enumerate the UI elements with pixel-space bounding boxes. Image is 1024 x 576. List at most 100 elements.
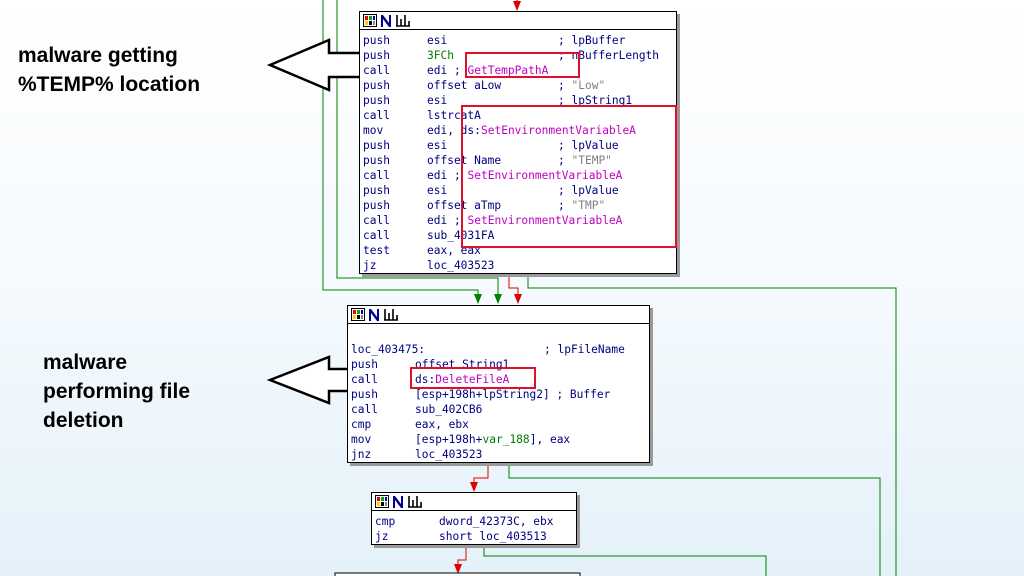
comment: ; (558, 79, 565, 92)
comment: ; (558, 154, 565, 167)
operand[interactable]: sub_4031FA (427, 229, 495, 242)
highlight-setenv (461, 105, 677, 248)
grid-icon[interactable] (363, 14, 377, 27)
operand[interactable]: dword_42373C, ebx (439, 515, 554, 528)
edge-green-n2-right (508, 462, 881, 576)
operand[interactable]: edi ; (427, 169, 461, 182)
highlight-deletefile (410, 367, 536, 389)
operand[interactable]: short loc_403513 (439, 530, 547, 543)
operand[interactable]: esi (427, 139, 448, 152)
mnemonic: jz (375, 530, 389, 543)
mnemonic: cmp (375, 515, 396, 528)
string-comment: "Low" (571, 79, 606, 92)
graph-node-3[interactable]: cmp dword_42373C, ebx jz short loc_403513 (371, 492, 577, 545)
edge-green-n3-right (483, 544, 767, 576)
code-line: mov edi, ds:SetEnvironmentVariableA (363, 123, 676, 138)
import-name[interactable]: SetEnvironmentVariableA (481, 124, 636, 137)
node-toolbar (348, 306, 649, 324)
node-toolbar (372, 493, 576, 511)
node-icon[interactable] (392, 495, 404, 509)
graph-icon[interactable] (395, 14, 411, 27)
code-line: cmp dword_42373C, ebx (375, 514, 576, 529)
operand[interactable]: [esp+198h+lpString2] ; Buffer (415, 388, 611, 401)
graph-icon[interactable] (407, 495, 423, 508)
operand[interactable]: edi ; (427, 64, 461, 77)
operand[interactable]: esi (427, 34, 448, 47)
string-comment: "TEMP" (571, 154, 612, 167)
operand[interactable]: offset aTmp (427, 199, 502, 212)
operand[interactable]: offset Name (427, 154, 502, 167)
annotation-line: performing file (43, 380, 191, 403)
operand[interactable]: esi (427, 94, 448, 107)
grid-icon[interactable] (375, 495, 389, 508)
code-line: mov[esp+198h+var_188], eax (351, 432, 649, 447)
mnemonic: call (363, 214, 390, 227)
annotation-line: malware getting (18, 44, 178, 67)
code-line: call edi ; SetEnvironmentVariableA (363, 213, 676, 228)
operand[interactable]: 3FCh (427, 49, 454, 62)
code-line: push offset Name; "TEMP" (363, 153, 676, 168)
node4-partial (334, 572, 581, 576)
arrowhead-red-top (513, 1, 521, 11)
node-icon[interactable] (368, 308, 380, 322)
operand[interactable]: edi, ds: (427, 124, 481, 137)
operand[interactable]: offset aLow (427, 79, 502, 92)
comment: ; lpValue (558, 139, 619, 152)
arrowhead-red-n3 (470, 482, 478, 492)
code-line: push[esp+198h+lpString2] ; Buffer (351, 387, 649, 402)
operand[interactable]: sub_402CB6 (415, 403, 483, 416)
code-line: call edi ; GetTempPathA (363, 63, 676, 78)
operand[interactable]: loc_403523 (415, 448, 483, 461)
code-line: jz short loc_403513 (375, 529, 576, 544)
operand: ], eax (529, 433, 571, 446)
node-icon[interactable] (380, 14, 392, 28)
mnemonic: jz (363, 259, 377, 272)
mnemonic: push (363, 154, 390, 167)
comment: ; nBufferLength (558, 49, 660, 62)
operand[interactable]: eax, ebx (415, 418, 469, 431)
mnemonic: mov (363, 124, 384, 137)
code-line: loc_403475: ; lpFileName (351, 342, 649, 357)
mnemonic: call (351, 403, 378, 416)
import-name[interactable]: DeleteFileA (435, 373, 510, 386)
loc-label: loc_403475: (351, 343, 426, 356)
operand[interactable]: esi (427, 184, 448, 197)
grid-icon[interactable] (351, 308, 365, 321)
node-toolbar (360, 12, 676, 30)
import-name[interactable]: GetTempPathA (467, 64, 549, 77)
operand[interactable]: [esp+198h+ (415, 433, 483, 446)
annotation-line: deletion (43, 409, 124, 432)
mnemonic: call (363, 64, 390, 77)
operand[interactable]: lstrcatA (427, 109, 481, 122)
graph-icon[interactable] (383, 308, 399, 321)
variable[interactable]: var_188 (482, 433, 530, 446)
operand[interactable]: ds: (415, 373, 436, 386)
node-3-code: cmp dword_42373C, ebx jz short loc_403513 (372, 511, 576, 544)
mnemonic: test (363, 244, 390, 257)
highlight-gettemppath (465, 52, 580, 78)
annotation-line: malware (43, 351, 128, 374)
operand[interactable]: loc_403523 (427, 259, 495, 272)
comment: ; lpValue (558, 184, 619, 197)
import-name[interactable]: SetEnvironmentVariableA (467, 169, 623, 182)
code-line: call ds:DeleteFileA (351, 372, 649, 387)
mnemonic: cmp (351, 418, 372, 431)
annotation-file-deletion: malware performing file deletion (43, 348, 190, 435)
arrowhead-green-2 (494, 294, 502, 304)
comment: ; (558, 199, 565, 212)
string-comment: "TMP" (571, 199, 606, 212)
mnemonic: call (351, 373, 378, 386)
mnemonic: call (363, 229, 390, 242)
operand[interactable]: edi ; (427, 214, 461, 227)
import-name[interactable]: SetEnvironmentVariableA (467, 214, 623, 227)
